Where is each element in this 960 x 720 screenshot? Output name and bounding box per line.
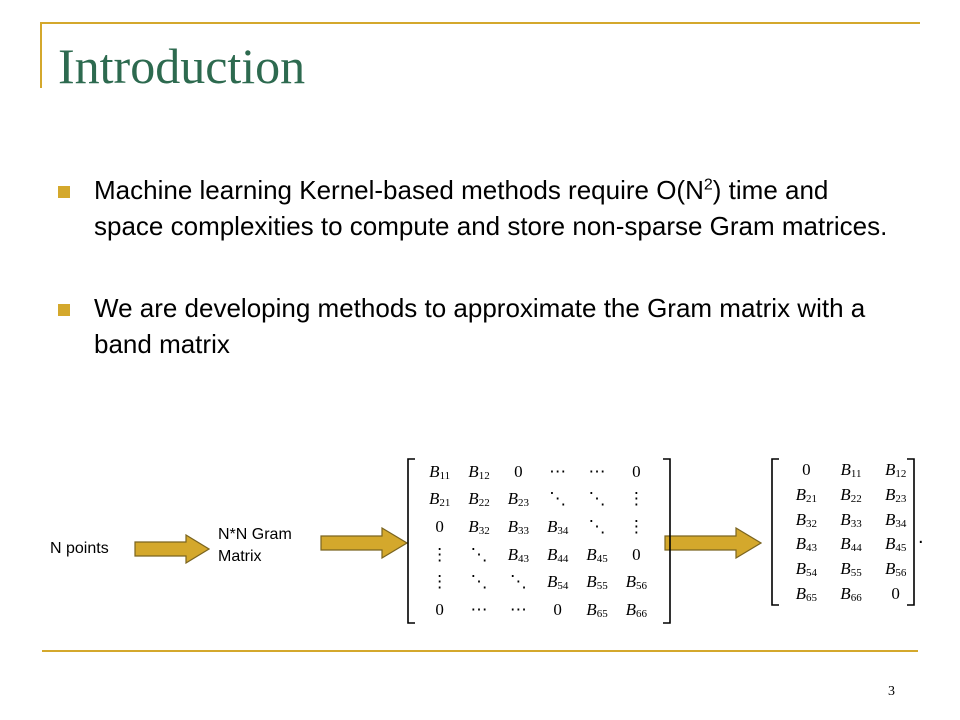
matrix-cell: 0 bbox=[435, 600, 444, 620]
slide-title: Introduction bbox=[58, 38, 306, 94]
gram-matrix-label: N*N Gram Matrix bbox=[218, 524, 292, 568]
matrix-cell: ⋱ bbox=[509, 572, 527, 592]
bullet-item: We are developing methods to approximate… bbox=[58, 290, 898, 362]
matrix-left-bracket bbox=[771, 458, 779, 606]
matrix-right-bracket bbox=[663, 458, 671, 624]
matrix-cell: ⋮ bbox=[627, 489, 645, 509]
matrix-cell: ⋯ bbox=[549, 461, 567, 481]
decorative-top-rule bbox=[40, 22, 920, 24]
right-arrow-icon bbox=[320, 527, 408, 559]
gram-label-line2: Matrix bbox=[218, 548, 262, 565]
bullet-superscript: 2 bbox=[703, 176, 713, 194]
matrix-cell: 0 bbox=[632, 544, 641, 564]
page-number: 3 bbox=[888, 684, 895, 699]
bullet-text-continued: ) time and space complexities to compute… bbox=[94, 175, 888, 241]
trailing-period: . bbox=[918, 526, 924, 548]
matrix-cell: 0 bbox=[802, 460, 811, 480]
matrix-cell: ⋱ bbox=[470, 544, 488, 564]
matrix-cell: 0 bbox=[891, 583, 900, 603]
square-bullet-icon bbox=[58, 186, 70, 198]
matrix-cell: ⋮ bbox=[431, 544, 449, 564]
matrix-cell: ⋯ bbox=[470, 600, 488, 620]
right-arrow-icon bbox=[134, 534, 210, 564]
decorative-left-rule bbox=[40, 22, 42, 88]
matrix-cell: ⋱ bbox=[588, 517, 606, 537]
matrix-cell: ⋯ bbox=[588, 461, 606, 481]
matrix-cell: ⋮ bbox=[627, 517, 645, 537]
decorative-bottom-rule bbox=[42, 650, 918, 652]
matrix-cell: 0 bbox=[553, 600, 562, 620]
matrix-cell: ⋱ bbox=[470, 572, 488, 592]
matrix-cell: 0 bbox=[514, 461, 523, 481]
bullet-text: We are developing methods to approximate… bbox=[94, 293, 866, 359]
input-points-label: N points bbox=[50, 540, 109, 557]
matrix-cell: 0 bbox=[435, 517, 444, 537]
matrix-cell: ⋮ bbox=[431, 572, 449, 592]
matrix-left-bracket bbox=[407, 458, 415, 624]
bullet-item: Machine learning Kernel-based methods re… bbox=[58, 172, 898, 244]
square-bullet-icon bbox=[58, 304, 70, 316]
bullet-list: Machine learning Kernel-based methods re… bbox=[58, 172, 898, 408]
matrix-cell: ⋱ bbox=[549, 489, 567, 509]
matrix-cell: ⋯ bbox=[509, 600, 527, 620]
matrix-cell: 0 bbox=[632, 461, 641, 481]
matrix-right-bracket bbox=[907, 458, 915, 606]
bullet-text: Machine learning Kernel-based methods re… bbox=[94, 175, 704, 205]
matrix-cell: ⋱ bbox=[588, 489, 606, 509]
gram-label-line1: N*N Gram bbox=[218, 526, 292, 543]
right-arrow-icon bbox=[664, 527, 762, 559]
